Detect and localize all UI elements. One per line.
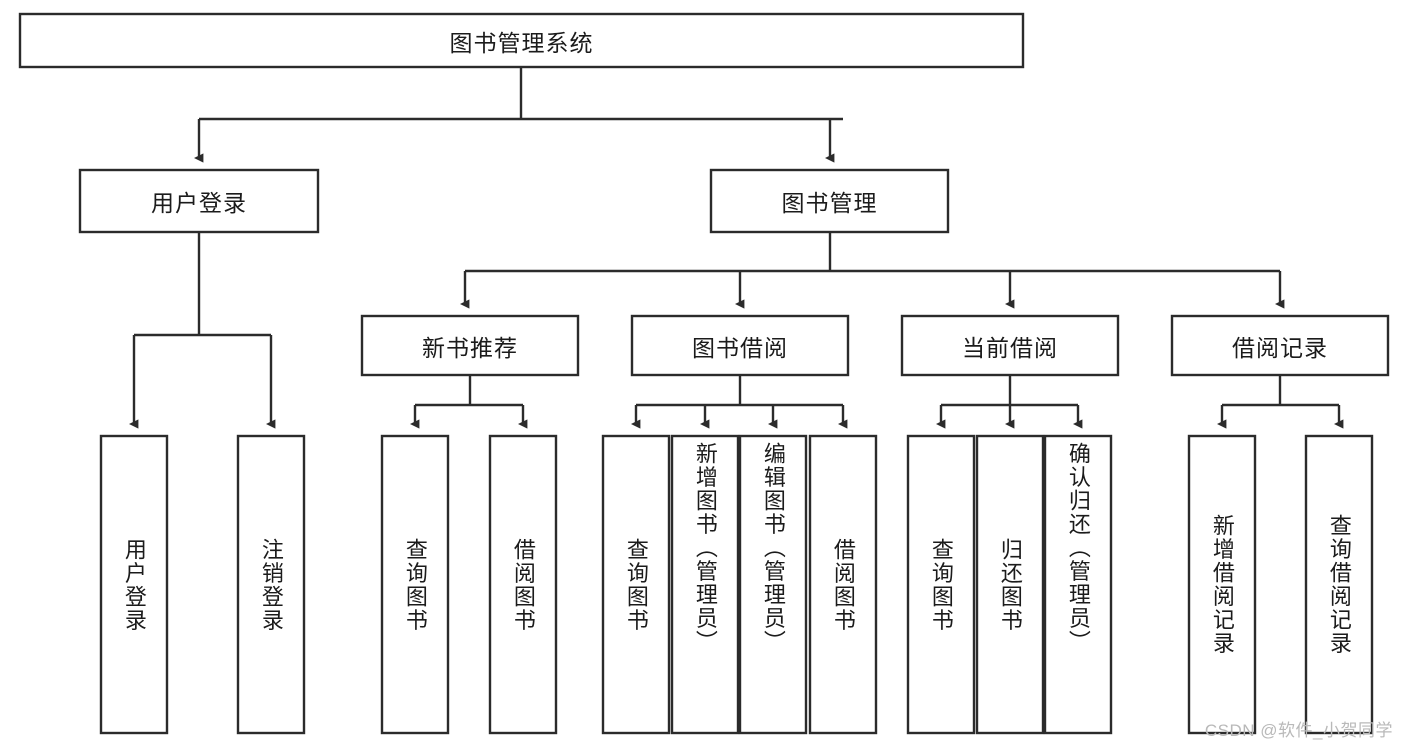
node-leaf-query-book-2[interactable] [601, 434, 671, 735]
node-leaf-query-book-3[interactable] [906, 434, 976, 735]
node-leaf-borrow-book-1[interactable] [488, 434, 558, 735]
node-book-management[interactable] [709, 168, 950, 234]
connector-bookmgmt-to-level2 [460, 232, 1285, 309]
node-root[interactable] [18, 12, 1025, 69]
csdn-watermark: CSDN @软件_小贺同学 [1204, 721, 1393, 740]
node-borrow-record[interactable] [1170, 314, 1390, 377]
node-current-borrow[interactable] [900, 314, 1120, 377]
connector-currentborrow-to-leaves [936, 375, 1083, 429]
connector-newbook-to-leaves [410, 375, 528, 429]
node-leaf-edit-book[interactable] [738, 434, 808, 735]
node-leaf-add-book[interactable] [670, 434, 740, 735]
connector-borrowrecord-to-leaves [1217, 375, 1344, 429]
connector-root-to-level1 [194, 67, 843, 163]
node-user-login[interactable] [78, 168, 320, 234]
connector-userlogin-to-leaves [129, 232, 276, 429]
node-leaf-query-record[interactable] [1304, 434, 1374, 735]
node-leaf-user-login[interactable] [99, 434, 169, 735]
node-leaf-logout[interactable] [236, 434, 306, 735]
node-leaf-return-book[interactable] [975, 434, 1045, 735]
node-leaf-borrow-book-2[interactable] [808, 434, 878, 735]
node-new-book-recommend[interactable] [360, 314, 580, 377]
node-leaf-query-book-1[interactable] [380, 434, 450, 735]
node-leaf-add-record[interactable] [1187, 434, 1257, 735]
node-leaf-confirm-return[interactable] [1043, 434, 1113, 735]
node-book-borrow[interactable] [630, 314, 850, 377]
connector-bookborrow-to-leaves [631, 375, 848, 429]
